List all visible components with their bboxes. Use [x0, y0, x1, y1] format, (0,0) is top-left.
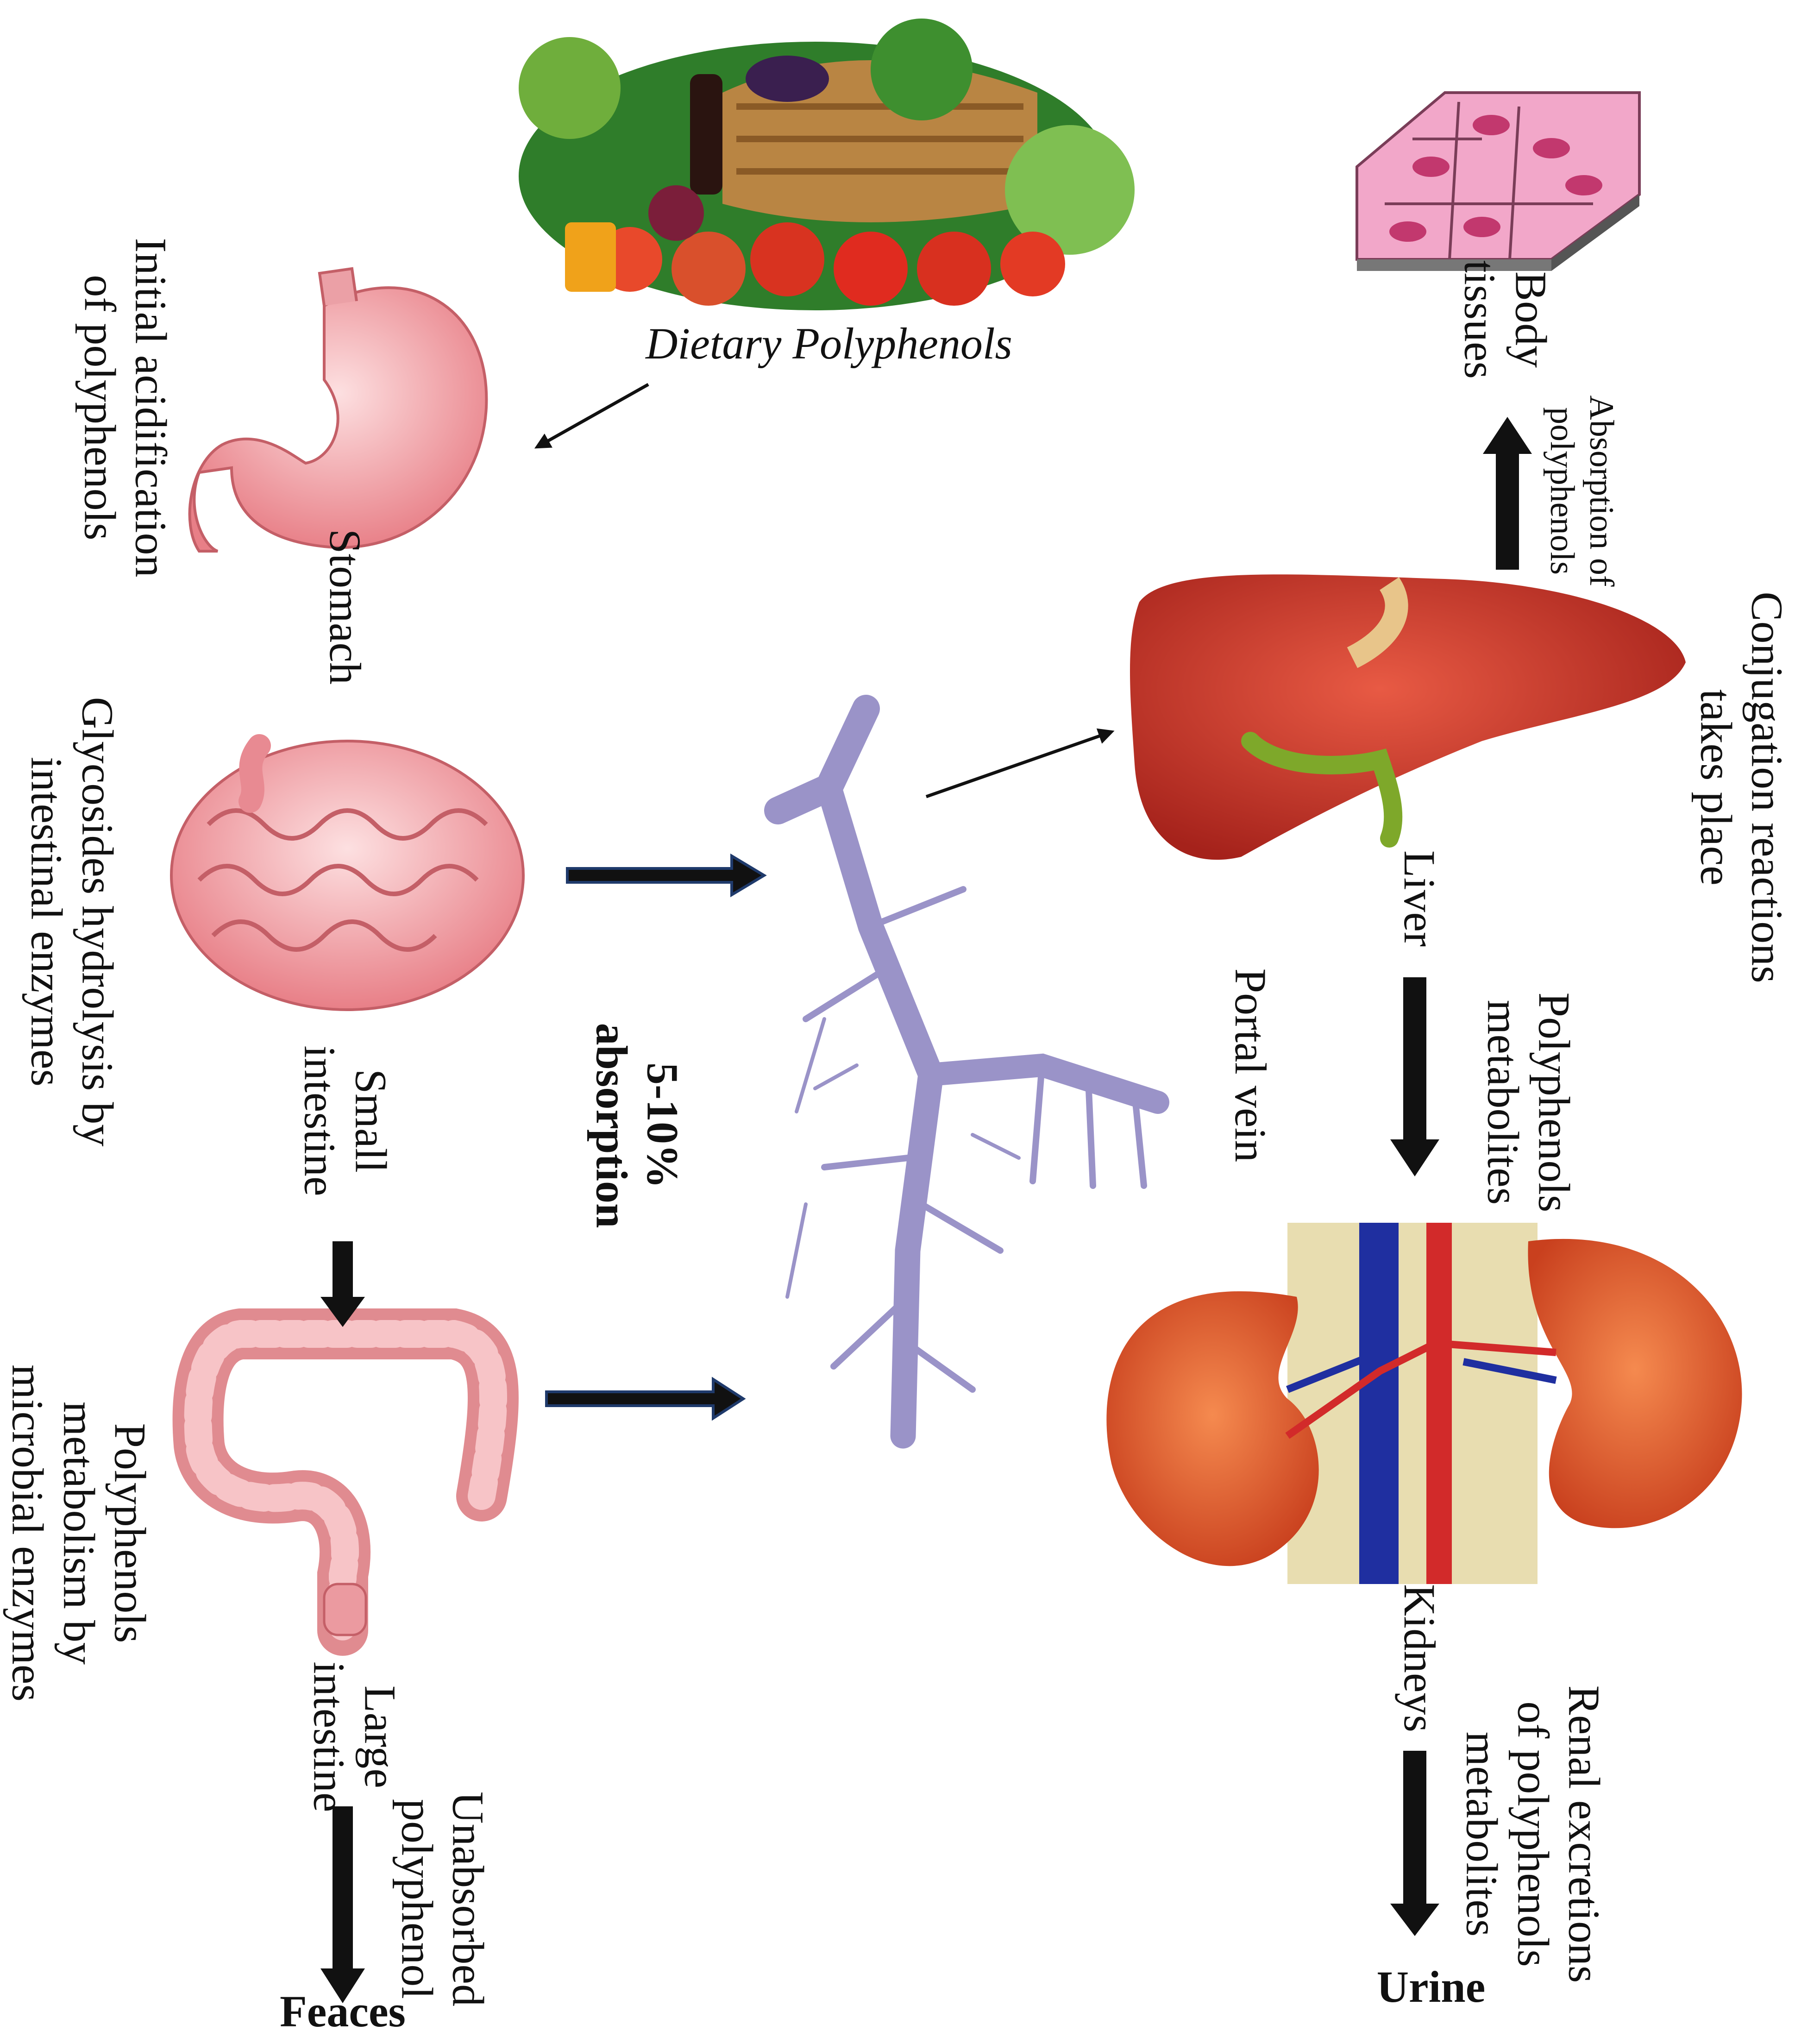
glycosides-label: Glycosides hydrolysis by intestinal enzy… [21, 697, 123, 1147]
large-intestine-to-feaces-arrow [320, 1806, 365, 2003]
feaces-label: Feaces [280, 1986, 406, 2037]
food-to-stomach-arrow [537, 384, 648, 447]
urine-label: Urine [1377, 1962, 1486, 2012]
small-intestine-to-portal-arrow [567, 856, 764, 895]
body-tissues-label: Body tissues [1454, 260, 1556, 379]
kidneys-label: Kidneys [1394, 1584, 1445, 1732]
liver-image [1130, 574, 1686, 860]
conjugation-label: Conjugation reactions takes place [1690, 591, 1793, 983]
acidification-label: Initial acidification of polyphenols [74, 238, 176, 577]
large-intestine-to-portal-arrow [546, 1379, 743, 1418]
unabsorbed-label: Unabsorbed polyphenol [391, 1792, 494, 2006]
absorption-percent-label: 5-10% absorption [586, 1023, 688, 1228]
portal-vein-label: Portal vein [1225, 968, 1276, 1163]
kidneys-image [1106, 1223, 1742, 1584]
microbial-label: Polyphenols metabolism by microbial enzy… [2, 1364, 155, 1702]
portal-to-liver-arrow [926, 732, 1111, 797]
large-intestine-image [198, 1334, 493, 1635]
large-intestine-label: Large intestine [303, 1661, 406, 1812]
food-basket-image [519, 19, 1135, 310]
kidneys-to-urine-arrow [1390, 1751, 1439, 1936]
small-intestine-label: Small intestine [294, 1045, 396, 1196]
small-intestine-image [171, 741, 523, 1010]
liver-label: Liver [1394, 850, 1445, 947]
liver-to-tissues-arrow [1483, 417, 1532, 570]
body-tissue-image [1357, 93, 1639, 271]
absorption-of-polyphenols-label: Absorption of polyphenols [1542, 395, 1621, 586]
stomach-image [190, 269, 487, 551]
liver-to-kidneys-arrow [1390, 977, 1439, 1176]
stomach-label: Stomach [320, 529, 370, 685]
dietary-polyphenols-label: Dietary Polyphenols [646, 318, 1012, 369]
polyphenols-metabolites-label: Polyphenols metabolites [1477, 993, 1580, 1213]
renal-excretions-label: Renal excretions of polyphenols metaboli… [1456, 1685, 1609, 1983]
portal-vein-image [778, 709, 1158, 1436]
